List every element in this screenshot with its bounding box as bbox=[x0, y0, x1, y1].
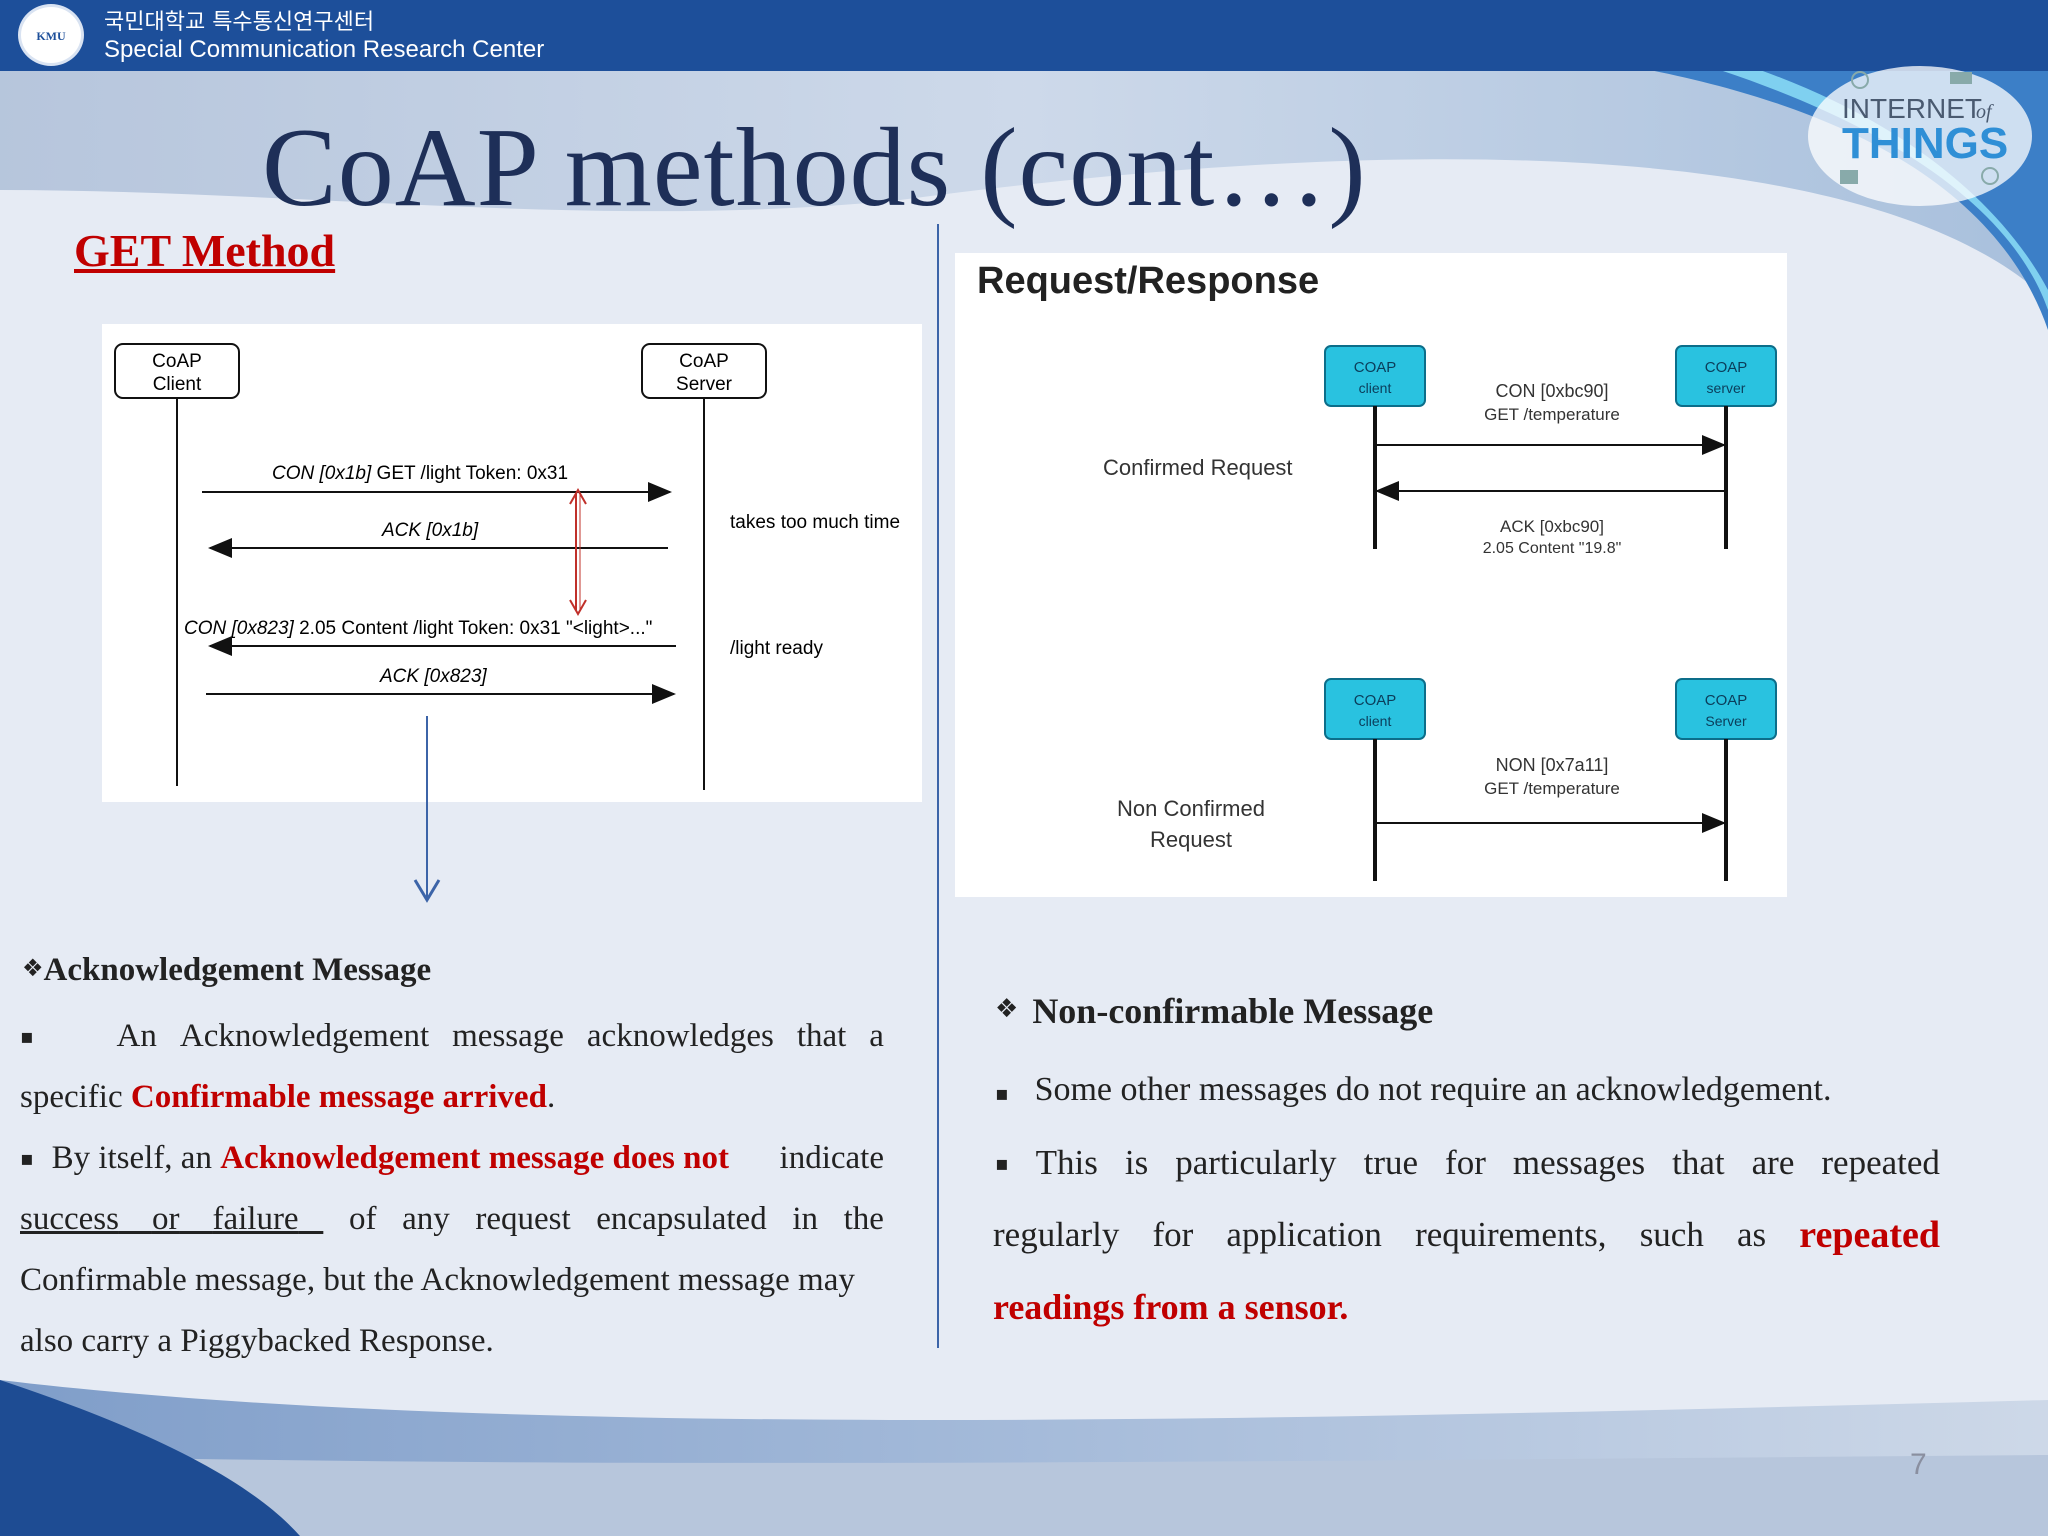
square-bullet-icon: ▪ bbox=[995, 1081, 1009, 1105]
square-bullet-icon: ▪ bbox=[20, 1146, 34, 1170]
note-takes-time: takes too much time bbox=[730, 512, 900, 533]
ack-paragraph-line-2: specific Confirmable message arrived. bbox=[20, 1079, 556, 1115]
con-label-2: GET /temperature bbox=[1484, 405, 1620, 424]
box-client-1: client bbox=[1359, 380, 1392, 396]
logo-text: KMU bbox=[36, 29, 66, 43]
coap-client-box-2 bbox=[1324, 678, 1426, 740]
box-server-2: Server bbox=[1705, 713, 1747, 729]
non-confirmed-label-2: Request bbox=[1150, 827, 1232, 852]
server-label-1: CoAP bbox=[679, 351, 729, 372]
square-bullet-icon: ▪ bbox=[995, 1151, 1009, 1175]
iot-word-of: of bbox=[1976, 101, 1994, 123]
box-coap-2: COAP bbox=[1705, 359, 1748, 376]
box-coap-3: COAP bbox=[1354, 692, 1397, 709]
ack-paragraph-line-5: Confirmable message, but the Acknowledge… bbox=[20, 1262, 855, 1298]
non-confirmed-label-1: Non Confirmed bbox=[1117, 796, 1265, 821]
non-label-1: NON [0x7a11] bbox=[1496, 755, 1609, 775]
non-confirmable-heading: ❖Non-confirmable Message bbox=[995, 991, 1434, 1031]
box-coap-1: COAP bbox=[1354, 359, 1397, 376]
english-org-title: Special Communication Research Center bbox=[104, 36, 545, 63]
server-label-2: Server bbox=[676, 374, 733, 395]
ack-paragraph-line-6: also carry a Piggybacked Response. bbox=[20, 1323, 494, 1359]
down-arrow-icon bbox=[413, 716, 441, 903]
request-response-diagram: Request/Response COAP client COAP server… bbox=[955, 253, 1787, 897]
confirmed-request-label: Confirmed Request bbox=[1103, 455, 1293, 480]
diamond-bullet-icon: ❖ bbox=[995, 994, 1019, 1024]
non-label-2: GET /temperature bbox=[1484, 779, 1620, 798]
university-logo: KMU bbox=[18, 4, 84, 66]
coap-server-box-2 bbox=[1675, 678, 1777, 740]
get-method-heading: GET Method bbox=[74, 225, 336, 276]
non-paragraph-line-4: readings from a sensor. bbox=[993, 1287, 1349, 1327]
ack-label-1: ACK [0xbc90] bbox=[1500, 517, 1604, 536]
slide-title: CoAP methods (cont…) bbox=[262, 106, 1367, 230]
client-label-2: Client bbox=[153, 374, 202, 395]
note-light-ready: /light ready bbox=[730, 638, 823, 659]
square-bullet-icon: ▪ bbox=[20, 1024, 34, 1048]
ack-paragraph-line-3: ▪ By itself, an Acknowledgement message … bbox=[20, 1128, 884, 1189]
coap-client-box-1 bbox=[1324, 345, 1426, 407]
ack-label-2: 2.05 Content "19.8" bbox=[1483, 540, 1622, 557]
column-divider bbox=[937, 224, 939, 1348]
msg-con-content: CON [0x823] 2.05 Content /light Token: 0… bbox=[184, 618, 652, 639]
coap-server-box-1 bbox=[1675, 345, 1777, 407]
diamond-bullet-icon: ❖ bbox=[22, 954, 44, 982]
get-sequence-diagram: CoAP Client CoAP Server CON [0x1b] GET /… bbox=[102, 324, 922, 802]
ack-heading: ❖Acknowledgement Message bbox=[22, 952, 432, 988]
box-coap-4: COAP bbox=[1705, 692, 1748, 709]
iot-word-internet: INTERNET bbox=[1842, 93, 1982, 124]
request-response-title: Request/Response bbox=[977, 260, 1319, 302]
non-paragraph-line-1: ▪Some other messages do not require an a… bbox=[995, 1071, 1832, 1108]
msg-con-get: CON [0x1b] GET /light Token: 0x31 bbox=[272, 463, 568, 484]
internet-of-things-logo: INTERNET of THINGS bbox=[1808, 66, 2032, 206]
header-bar bbox=[0, 0, 2048, 71]
korean-org-title: 국민대학교 특수통신연구센터 bbox=[104, 10, 375, 35]
msg-ack-2: ACK [0x823] bbox=[379, 666, 487, 687]
box-client-2: client bbox=[1359, 713, 1392, 729]
client-label-1: CoAP bbox=[152, 351, 202, 372]
page-number: 7 bbox=[1910, 1448, 1927, 1481]
iot-word-things: THINGS bbox=[1842, 119, 2008, 168]
con-label-1: CON [0xbc90] bbox=[1495, 381, 1608, 401]
box-server-1: server bbox=[1707, 380, 1746, 396]
msg-ack-1: ACK [0x1b] bbox=[381, 520, 479, 541]
